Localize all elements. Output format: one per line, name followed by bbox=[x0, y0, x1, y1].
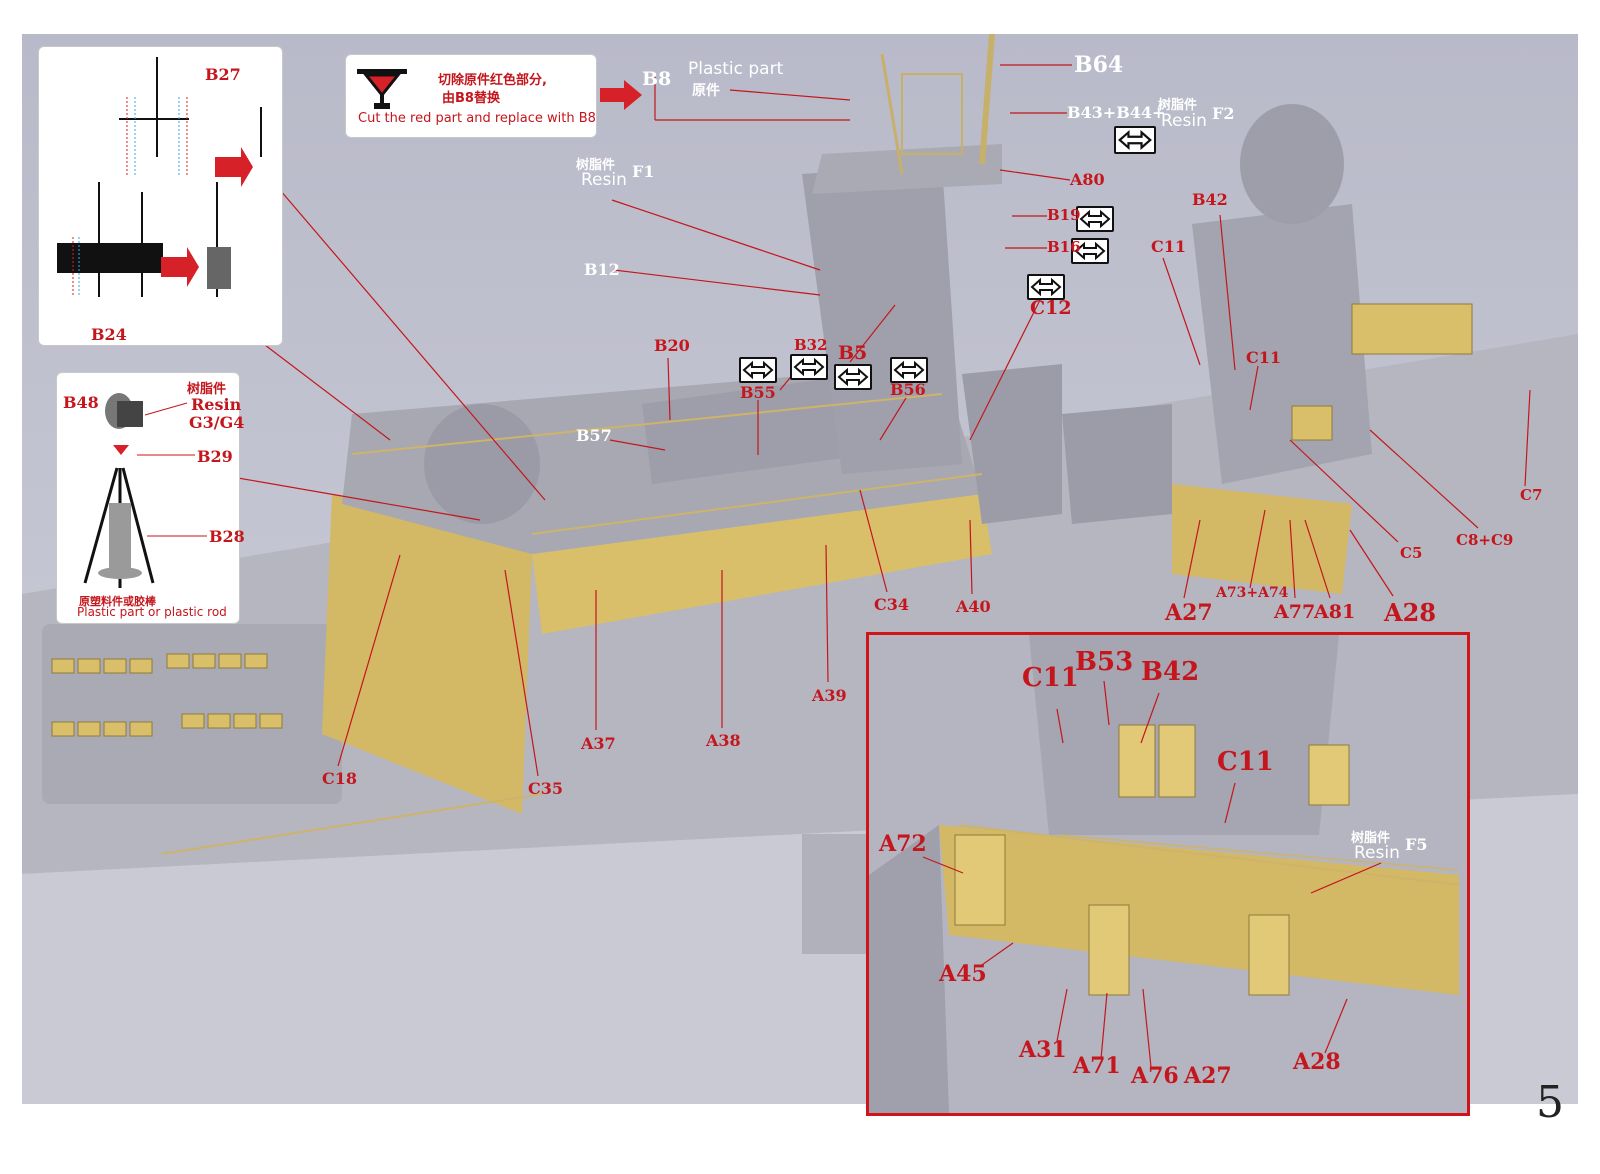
swap-arrow-icon bbox=[1071, 238, 1109, 264]
resin-f1-en: Resin bbox=[581, 170, 627, 190]
label-a77: A77 bbox=[1274, 601, 1316, 623]
label-a40: A40 bbox=[956, 597, 991, 616]
replace-arrow-icon bbox=[600, 80, 642, 110]
detail-label-a71: A71 bbox=[1073, 1053, 1121, 1079]
light-inset: B48 树脂件 Resin G3/G4 B29 B28 原塑料件或胶棒 Plas… bbox=[56, 372, 245, 624]
detail-label-c11-left: C11 bbox=[1022, 663, 1079, 693]
swap-arrow-icon bbox=[1114, 126, 1156, 154]
resin-f2-en: Resin bbox=[1161, 111, 1207, 131]
label-b28: B28 bbox=[209, 527, 245, 546]
label-b48: B48 bbox=[63, 393, 99, 412]
rigging-diagram bbox=[57, 57, 262, 297]
label-b24: B24 bbox=[91, 325, 127, 344]
rigging-inset: B27 B24 bbox=[38, 46, 283, 346]
resin-f2-cn: 树脂件 bbox=[1158, 98, 1198, 113]
label-c34: C34 bbox=[874, 595, 909, 614]
cut-cn-line2: 由B8替换 bbox=[442, 91, 500, 106]
label-a39: A39 bbox=[812, 686, 847, 705]
label-b20: B20 bbox=[654, 336, 690, 355]
swap-arrow-icon bbox=[834, 364, 872, 390]
resin-f1-cn: 树脂件 bbox=[576, 158, 616, 173]
label-a27: A27 bbox=[1165, 600, 1213, 626]
detail-label-a31: A31 bbox=[1019, 1037, 1067, 1063]
page-number: 5 bbox=[1536, 1077, 1564, 1128]
label-b43: B43+B44+ bbox=[1067, 103, 1166, 122]
label-c11-top: C11 bbox=[1151, 237, 1186, 256]
plastic-part-en: Plastic part bbox=[688, 59, 784, 79]
label-a81: A81 bbox=[1314, 601, 1356, 623]
detail-illustration bbox=[869, 635, 1467, 1113]
label-a80: A80 bbox=[1070, 170, 1105, 189]
cut-cn-line1: 切除原件红色部分, bbox=[438, 73, 547, 88]
label-b12: B12 bbox=[584, 260, 620, 279]
label-b56: B56 bbox=[890, 380, 926, 399]
label-b55: B55 bbox=[740, 383, 776, 402]
label-b19: B19 bbox=[1047, 206, 1081, 224]
label-c7: C7 bbox=[1520, 486, 1543, 504]
swap-arrow-icon bbox=[1027, 274, 1065, 300]
label-b42: B42 bbox=[1192, 190, 1228, 209]
label-g3g4: G3/G4 bbox=[189, 413, 245, 432]
swap-arrow-icon bbox=[790, 354, 828, 380]
swap-arrow-icon bbox=[1076, 206, 1114, 232]
plastic-part-cn: 原件 bbox=[692, 83, 720, 99]
label-c11-mid: C11 bbox=[1246, 348, 1281, 367]
resin-en-g: Resin bbox=[191, 395, 242, 414]
cut-en: Cut the red part and replace with B8 bbox=[358, 111, 596, 126]
resin-f2-code: F2 bbox=[1212, 104, 1235, 123]
detail-label-b53: B53 bbox=[1075, 647, 1134, 677]
label-a28: A28 bbox=[1384, 598, 1437, 627]
rod-en: Plastic part or plastic rod bbox=[77, 605, 227, 619]
rod-cn: 原塑料件或胶棒 bbox=[79, 595, 156, 608]
label-b29: B29 bbox=[197, 447, 233, 466]
label-b32: B32 bbox=[794, 336, 828, 354]
detail-label-a72: A72 bbox=[879, 831, 927, 857]
resin-f5-en: Resin bbox=[1354, 843, 1400, 863]
label-b5: B5 bbox=[838, 342, 868, 364]
label-c35: C35 bbox=[528, 779, 563, 798]
label-b16: B16 bbox=[1047, 238, 1081, 256]
label-c8c9: C8+C9 bbox=[1456, 531, 1514, 549]
resin-f5-cn: 树脂件 bbox=[1351, 831, 1391, 846]
label-c18: C18 bbox=[322, 769, 357, 788]
resin-f1-code: F1 bbox=[632, 162, 655, 181]
swap-arrow-icon bbox=[739, 357, 777, 383]
label-a73: A73+A74 bbox=[1216, 585, 1289, 601]
label-c12: C12 bbox=[1030, 297, 1072, 319]
resin-cn-g: 树脂件 bbox=[187, 382, 227, 397]
tripod-diagram bbox=[83, 393, 207, 588]
label-a38: A38 bbox=[706, 731, 741, 750]
cut-symbol bbox=[357, 69, 407, 109]
cut-replace-callout: 切除原件红色部分, 由B8替换 Cut the red part and rep… bbox=[345, 54, 597, 138]
label-b64: B64 bbox=[1074, 52, 1124, 78]
detail-label-c11-right: C11 bbox=[1217, 747, 1274, 777]
detail-label-a28: A28 bbox=[1293, 1049, 1341, 1075]
swap-arrow-icon bbox=[890, 357, 928, 383]
label-a37: A37 bbox=[581, 734, 616, 753]
label-b57: B57 bbox=[576, 426, 612, 445]
detail-label-b42: B42 bbox=[1141, 657, 1200, 687]
detail-label-a76: A76 bbox=[1131, 1063, 1179, 1089]
detail-label-a27: A27 bbox=[1184, 1063, 1232, 1089]
detail-label-a45: A45 bbox=[939, 961, 987, 987]
label-b8: B8 bbox=[642, 68, 672, 90]
label-b27: B27 bbox=[205, 65, 241, 84]
label-c5: C5 bbox=[1400, 544, 1423, 562]
detail-inset: C11 B53 B42 C11 A72 A45 A31 A71 A76 A27 … bbox=[866, 632, 1470, 1116]
resin-f5-code: F5 bbox=[1405, 835, 1428, 854]
